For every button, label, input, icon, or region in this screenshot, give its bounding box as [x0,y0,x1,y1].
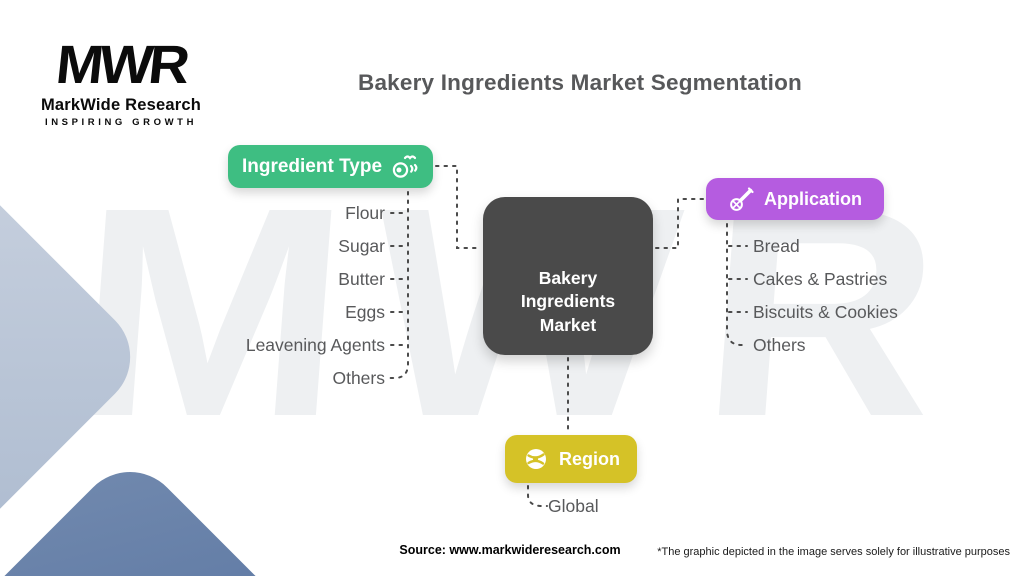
center-node-bakery-ingredients-market: Bakery Ingredients Market [483,197,653,355]
branch-pill-ingredient-type: Ingredient Type [228,145,433,188]
page-title: Bakery Ingredients Market Segmentation [358,70,802,95]
leaf-item-biscuits-cookies: Biscuits & Cookies [753,302,898,322]
leaf-item-others-ingredient: Others [332,368,385,388]
leaf-item-global: Global [548,496,599,516]
branch-label-application: Application [764,188,862,209]
logo-name: MarkWide Research [40,96,202,114]
leaf-item-sugar: Sugar [338,236,385,256]
markwide-logo: MWR MarkWide Research INSPIRING GROWTH [36,35,206,128]
leaf-item-bread: Bread [753,236,800,256]
source-text: Source: www.markwideresearch.com [399,543,621,557]
center-node-line: Bakery [538,268,598,289]
leaf-item-others-application: Others [753,335,806,355]
leaf-item-eggs: Eggs [345,302,385,322]
logo-mark: MWR [53,35,189,95]
globe-icon [522,445,550,473]
branch-label-region: Region [559,448,620,469]
leaf-item-butter: Butter [338,269,385,289]
branch-label-ingredient-type: Ingredient Type [241,155,383,177]
mixing-bowl-icon [391,153,419,181]
rolling-pin-whisk-icon [728,186,755,213]
leaf-item-flour: Flour [345,203,385,223]
logo-tagline: INSPIRING GROWTH [44,117,198,128]
leaf-item-leavening-agents: Leavening Agents [245,335,385,355]
center-node-line: Market [539,314,597,335]
center-node-line: Ingredients [520,291,616,312]
branch-pill-application: Application [706,178,884,220]
disclaimer-text: *The graphic depicted in the image serve… [657,546,1010,558]
branch-pill-region: Region [505,435,637,483]
leaf-item-cakes-pastries: Cakes & Pastries [753,269,888,289]
